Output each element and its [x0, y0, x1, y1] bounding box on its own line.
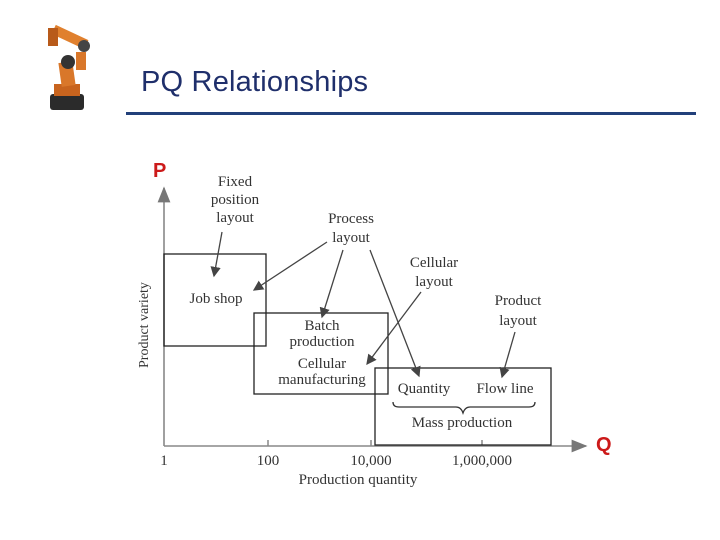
x-tick-label-10000: 10,000: [350, 453, 391, 469]
y-axis-label: Product variety: [137, 282, 152, 368]
arrow-process-to-jobshop: [252, 241, 328, 291]
x-tick-label-100: 100: [257, 453, 280, 469]
cellular-manufacturing-label-2: manufacturing: [278, 372, 366, 388]
x-axis-label: Production quantity: [299, 472, 418, 488]
x-tick-label-1: 1: [160, 453, 168, 469]
title-underline: [126, 112, 696, 115]
fixed-position-label-3: layout: [216, 210, 254, 226]
fixed-position-label-1: Fixed: [218, 174, 253, 190]
cellular-layout-label-1: Cellular: [410, 255, 458, 271]
process-layout-label-1: Process: [328, 211, 374, 227]
arrow-process-to-quantity: [369, 249, 421, 378]
page-title: PQ Relationships: [141, 66, 369, 98]
arrow-product-to-flowline: [499, 331, 516, 379]
arrow-process-to-batch: [319, 249, 344, 319]
product-layout-label-1: Product: [495, 293, 542, 309]
job-shop-box: [163, 253, 267, 347]
quantity-label: Quantity: [398, 381, 451, 397]
y-axis-letter: P: [153, 160, 166, 182]
process-layout-label-2: layout: [332, 230, 370, 246]
fixed-position-label-2: position: [211, 192, 260, 208]
robot-arm-icon: [48, 24, 90, 110]
batch-production-label-2: production: [290, 334, 355, 350]
mass-production-box: [374, 367, 552, 446]
arrow-cellular-to-manufacturing: [366, 291, 422, 366]
batch-production-label-1: Batch: [305, 318, 340, 334]
mass-production-label: Mass production: [412, 415, 513, 431]
mass-production-brace: [392, 401, 536, 416]
product-layout-label-2: layout: [499, 313, 537, 329]
cellular-layout-label-2: layout: [415, 274, 453, 290]
flow-line-label: Flow line: [476, 381, 533, 397]
cellular-manufacturing-label-1: Cellular: [298, 356, 346, 372]
x-tick-label-1000000: 1,000,000: [452, 453, 512, 469]
arrow-fixed-to-jobshop: [210, 231, 223, 278]
x-axis-letter: Q: [596, 434, 612, 456]
job-shop-label: Job shop: [190, 291, 243, 307]
